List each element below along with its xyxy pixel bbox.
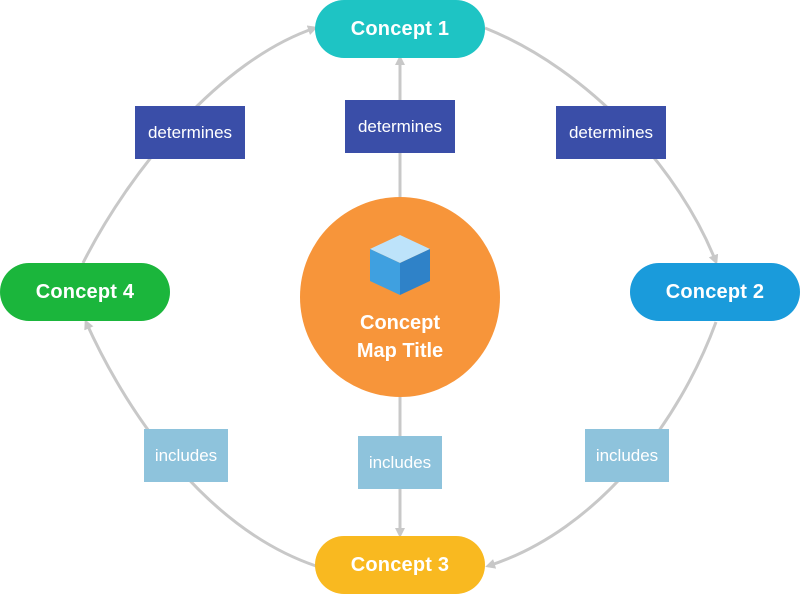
center-title: Concept Map Title [356, 312, 444, 362]
center-topic-node[interactable]: Concept Map Title [300, 197, 500, 397]
concept-1-node[interactable]: Concept 1 [315, 0, 485, 58]
concept-1-label: Concept 1 [350, 17, 450, 40]
link-label-text: includes [595, 445, 659, 465]
link-label-upper-right: determines [556, 106, 666, 159]
concept-4-label: Concept 4 [35, 280, 135, 303]
concept-4-node[interactable]: Concept 4 [0, 263, 170, 321]
link-label-bottom: includes [358, 436, 442, 489]
link-label-text: includes [154, 445, 218, 465]
link-label-top: determines [345, 100, 455, 153]
link-label-upper-left: determines [135, 106, 245, 159]
concept-2-node[interactable]: Concept 2 [630, 263, 800, 321]
concept-3-label: Concept 3 [350, 553, 450, 576]
link-label-lower-right: includes [585, 429, 669, 482]
cube-icon [370, 235, 430, 295]
concept-3-node[interactable]: Concept 3 [315, 536, 485, 594]
link-label-text: includes [368, 452, 432, 472]
link-label-text: determines [147, 122, 233, 142]
link-label-text: determines [357, 116, 443, 136]
link-label-lower-left: includes [144, 429, 228, 482]
link-label-text: determines [568, 122, 654, 142]
concept-2-label: Concept 2 [665, 280, 765, 303]
